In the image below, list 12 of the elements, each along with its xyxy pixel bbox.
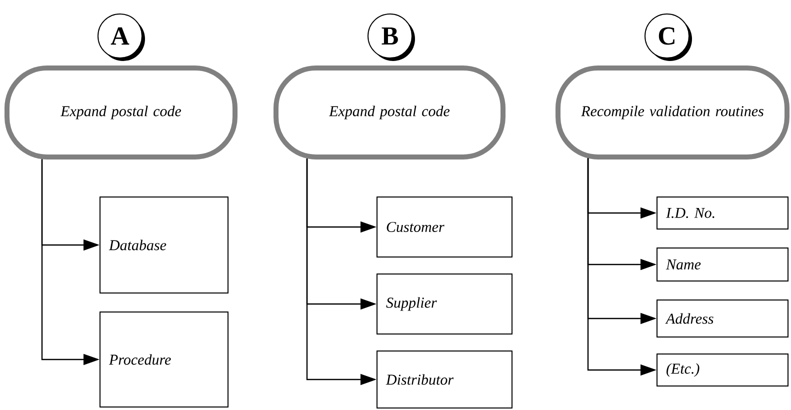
data-box: Database — [100, 196, 228, 294]
data-box: Customer — [376, 196, 512, 258]
data-box: Supplier — [376, 274, 512, 334]
data-box: Procedure — [100, 312, 228, 408]
data-box: Name — [656, 248, 788, 282]
process-stadium: Expand postal code — [274, 66, 506, 160]
data-box: Address — [656, 300, 788, 338]
data-box: Distributor — [376, 350, 512, 408]
process-stadium: Expand postal code — [4, 66, 238, 160]
data-box: I.D. No. — [656, 196, 788, 230]
process-stadium: Recompile validation routines — [556, 66, 790, 160]
data-box: (Etc.) — [656, 354, 788, 386]
